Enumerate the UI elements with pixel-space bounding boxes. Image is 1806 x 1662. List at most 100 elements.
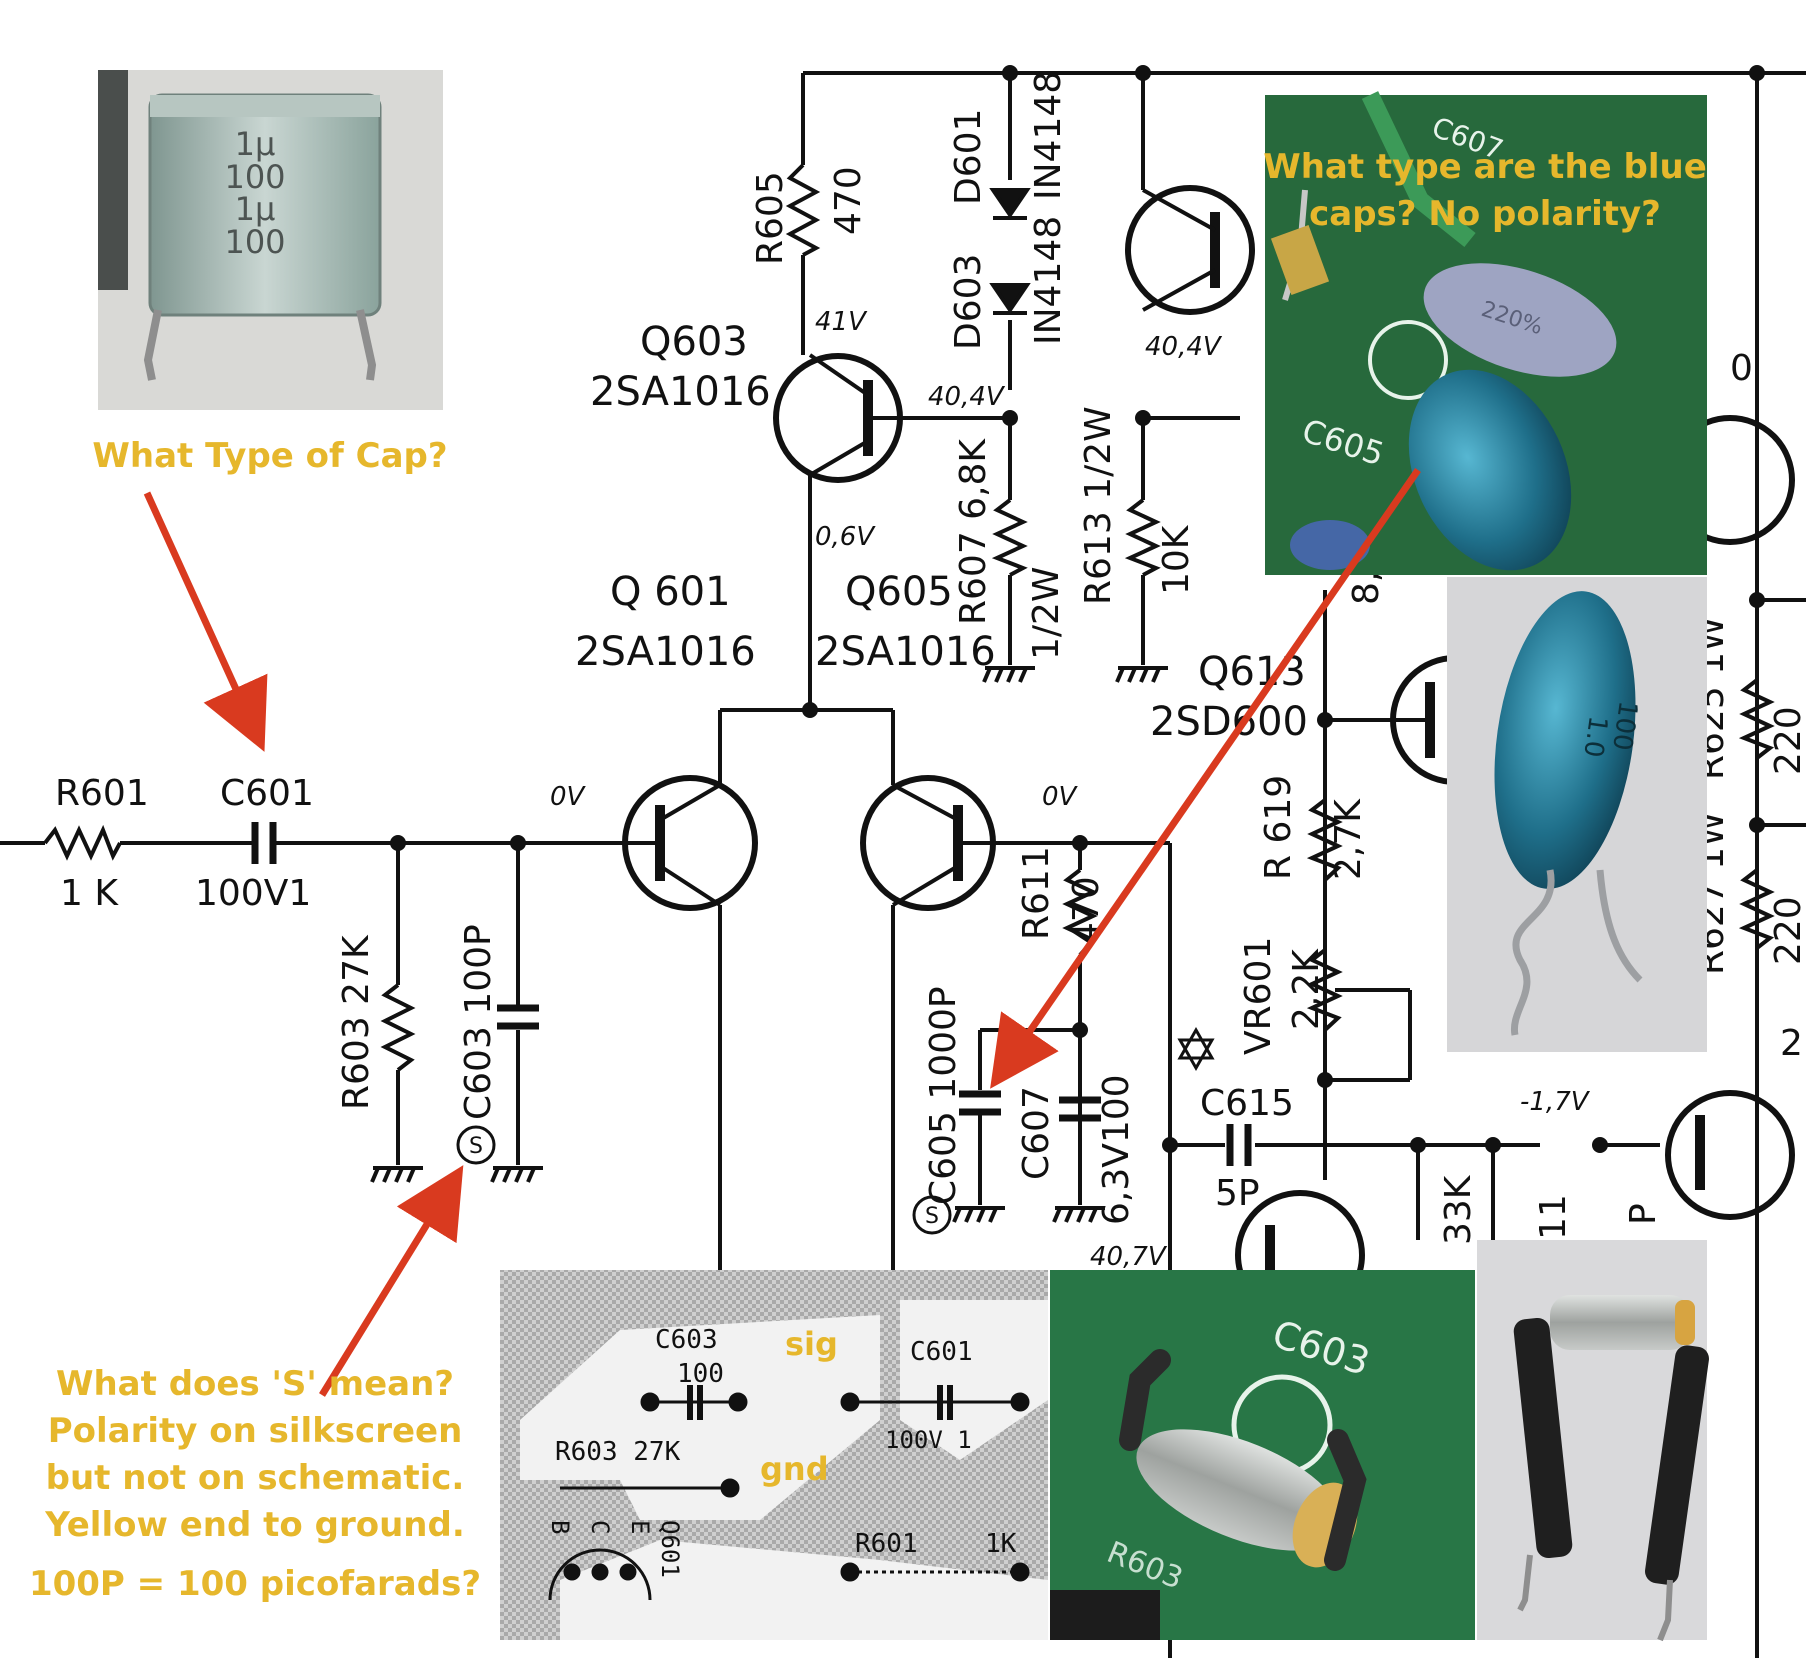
- box-cap-print-1: 1µ: [235, 125, 276, 163]
- q601-part: 2SA1016: [575, 629, 756, 675]
- q603-symbol: [773, 353, 910, 483]
- s-mark-c605: S: [925, 1204, 939, 1229]
- c607-name: C607: [1016, 1086, 1057, 1180]
- c607-value: 6,3V100: [1096, 1074, 1137, 1225]
- r605-name: R605: [750, 171, 791, 265]
- ground-r613: [1115, 666, 1168, 683]
- question-blue-caps-line1: What type are the blue: [1263, 147, 1707, 187]
- photo-pcb-c603: C603 R603: [1050, 1270, 1475, 1640]
- r607-label: R607 6,8K: [953, 438, 994, 625]
- ground-c603: [490, 1166, 543, 1183]
- voltage-neg-1-7v: -1,7V: [1520, 1087, 1591, 1117]
- pcb-c603-label: C603: [655, 1325, 718, 1355]
- q601-symbol: [622, 775, 758, 911]
- r605-value: 470: [828, 166, 869, 235]
- c601-name: C601: [220, 773, 314, 814]
- c605-label: C605 1000P: [923, 986, 964, 1205]
- r601-symbol: [43, 824, 122, 861]
- vr601-symbol: [1306, 948, 1343, 1032]
- r619-name: R 619: [1258, 775, 1299, 880]
- pcb-pin-c: C: [586, 1520, 614, 1534]
- r625-symbol: [1738, 678, 1775, 760]
- pcb-gnd-label: gnd: [760, 1450, 829, 1488]
- r625-value: 220: [1768, 706, 1806, 775]
- question-s-mean-line2: Polarity on silkscreen: [48, 1411, 463, 1451]
- d603-name: D603: [948, 254, 989, 350]
- c615-name: C615: [1200, 1083, 1294, 1124]
- vr601-name: VR601: [1238, 937, 1279, 1055]
- photo-glass-capacitor: [1477, 1240, 1709, 1642]
- question-annotations: What Type of Cap? What type are the blue…: [29, 147, 1707, 1604]
- voltage-40-7v: 40,7V: [1090, 1242, 1168, 1272]
- box-cap-print-2: 100: [224, 158, 285, 196]
- pcb-layout-drawing: C603 100 C601 100V 1 R603 27K R601 1K si…: [500, 1270, 1048, 1640]
- vr601-value: 2,2K: [1286, 948, 1327, 1030]
- d603-symbol: [989, 283, 1031, 314]
- c615-value: 5P: [1215, 1173, 1260, 1214]
- blue-cap-print-2: 100: [1606, 699, 1643, 752]
- r627-value: 220: [1768, 896, 1806, 965]
- voltage-labels: 41V 40,4V 40,4V 0,6V 0V 0V 40,7V -1,7V: [550, 307, 1591, 1272]
- resistor-symbols: [43, 163, 1775, 1072]
- d601-name: D601: [948, 109, 989, 205]
- schematic-wires: [0, 71, 1806, 1658]
- annotation-arrows: [143, 468, 1421, 1397]
- box-cap-print-3: 1µ: [235, 190, 276, 228]
- photo-blue-capacitor: 1.0 100: [1447, 577, 1707, 1052]
- voltage-40-4v-b: 40,4V: [1145, 332, 1223, 362]
- pcb-pin-e: E: [626, 1520, 654, 1534]
- r619-symbol: [1306, 798, 1343, 882]
- junction-dots: [390, 65, 1765, 1153]
- ground-c607: [1052, 1206, 1105, 1223]
- star-mark-vr601: [1177, 1026, 1215, 1060]
- q607-symbol: [1125, 185, 1255, 315]
- r611-name: R611: [1016, 846, 1057, 940]
- schematic-labels: R601 1 K C601 100V1 Q603 2SA1016 Q 601 2…: [55, 319, 1803, 1214]
- s-marks: S S: [456, 1026, 1215, 1235]
- r601-name: R601: [55, 773, 149, 814]
- r613-value: 10K: [1156, 524, 1197, 595]
- d601-part: IN4148: [1028, 71, 1069, 200]
- pcb-sig-label: sig: [785, 1325, 838, 1363]
- ground-r607: [982, 666, 1035, 683]
- r601-value: 1 K: [60, 873, 119, 914]
- pcb-r601-value: 1K: [985, 1529, 1017, 1559]
- pcb-c601-value: 100V 1: [885, 1426, 972, 1454]
- r613-symbol: [1124, 498, 1161, 577]
- q603-part: 2SA1016: [590, 369, 771, 415]
- voltage-0v-b: 0V: [1042, 782, 1079, 812]
- arrow-to-s-mark: [319, 1165, 464, 1397]
- photo-box-capacitor: 1µ 100 1µ 100: [98, 70, 443, 410]
- blue-cap-print-1: 1.0: [1577, 714, 1612, 759]
- r613-label: R613 1/2W: [1078, 406, 1119, 605]
- d603-part: IN4148: [1028, 216, 1069, 345]
- question-s-mean-line3: but not on schematic.: [46, 1458, 465, 1498]
- s-mark-c603: S: [469, 1134, 483, 1159]
- r607-symbol: [991, 498, 1028, 577]
- c601-value: 100V1: [195, 873, 311, 914]
- r603-label: R603 27K: [336, 934, 377, 1110]
- edge-label-0: 0: [1730, 348, 1753, 389]
- transistor-symbols: [622, 185, 1795, 1320]
- r627-symbol: [1738, 868, 1775, 950]
- pcb-c603-value: 100: [677, 1359, 724, 1389]
- ground-r603: [370, 1166, 423, 1183]
- pcb-r601-label: R601: [855, 1529, 918, 1559]
- pcb-pin-b: B: [546, 1520, 574, 1534]
- question-cap-type: What Type of Cap?: [92, 436, 447, 476]
- question-s-mean-line5: 100P = 100 picofarads?: [29, 1564, 481, 1604]
- r607-watt: 1/2W: [1026, 566, 1067, 660]
- question-s-mean-line4: Yellow end to ground.: [44, 1505, 465, 1545]
- r603-symbol: [380, 983, 416, 1072]
- c-p-label: P: [1623, 1203, 1664, 1225]
- r611-symbol: [1062, 868, 1098, 957]
- voltage-40-4v-a: 40,4V: [928, 382, 1006, 412]
- diode-symbols: [989, 188, 1031, 315]
- edge-label-2b: 2: [1780, 1023, 1803, 1064]
- question-blue-caps-line2: caps? No polarity?: [1309, 194, 1661, 234]
- voltage-0-6v: 0,6V: [815, 522, 876, 552]
- voltage-0v-a: 0V: [550, 782, 587, 812]
- pcb-c601-label: C601: [910, 1337, 973, 1367]
